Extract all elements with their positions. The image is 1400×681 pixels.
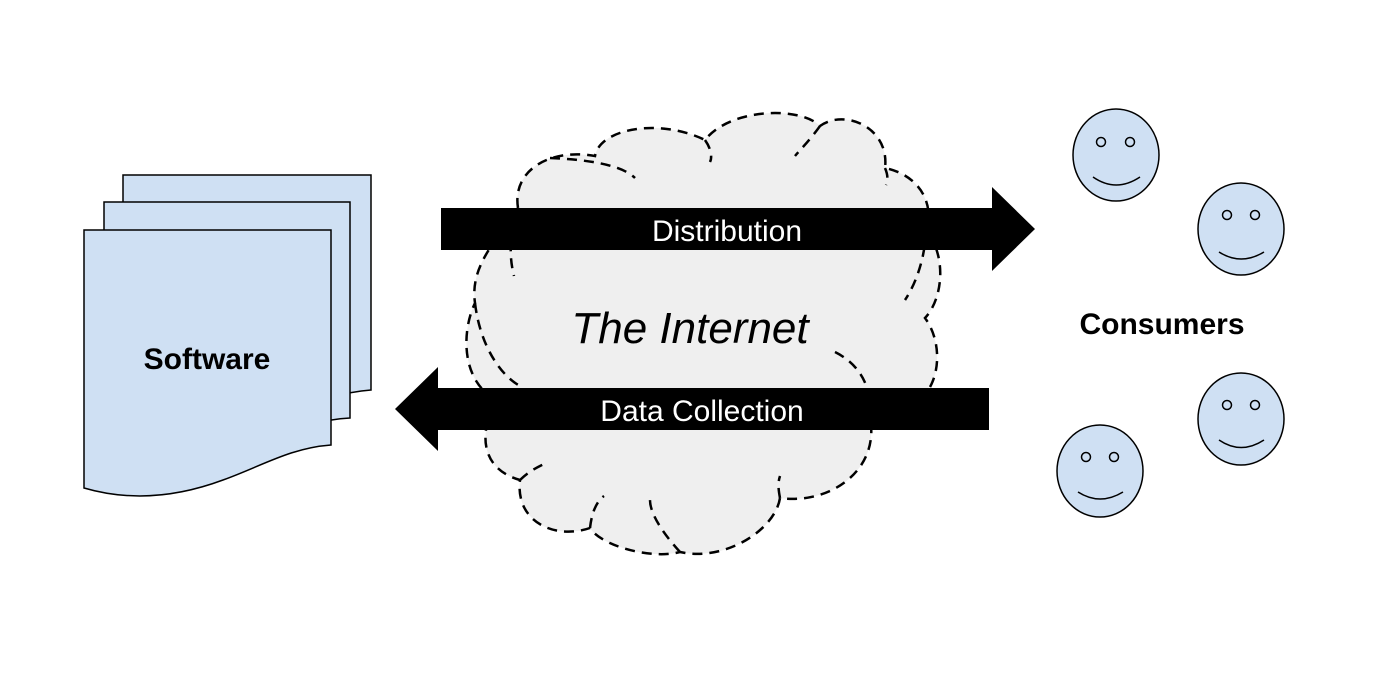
data-collection-arrow-shape: [395, 367, 989, 451]
consumers-group: Consumers: [1056, 108, 1285, 518]
cloud-lobe-line: [473, 302, 521, 388]
cloud-lobe-line: [883, 167, 889, 186]
cloud-lobe-line: [519, 460, 549, 481]
cloud-lobe-line: [834, 350, 870, 393]
distribution-arrow: Distribution: [441, 187, 1035, 271]
internet-label: The Internet: [571, 304, 810, 353]
distribution-arrow-shape: [441, 187, 1035, 271]
smiley-face-icon: [1056, 424, 1144, 518]
data-collection-arrow: Data Collection: [395, 367, 989, 451]
cloud-icon: The Internet: [465, 111, 942, 556]
cloud-lobe-line: [703, 139, 713, 163]
smiley-face-icon: [1197, 182, 1285, 276]
smiley-face-icon: [1197, 372, 1285, 466]
cloud-lobe-line: [588, 494, 605, 529]
consumers-label: Consumers: [1079, 308, 1244, 341]
smiley-face-icon: [1072, 108, 1160, 202]
distribution-label: Distribution: [652, 215, 802, 248]
data-collection-label: Data Collection: [600, 395, 803, 428]
cloud-lobe-line: [777, 475, 782, 499]
cloud-lobe-line: [648, 499, 681, 553]
software-label: Software: [144, 343, 271, 376]
document-stack-icon: Software: [83, 174, 372, 497]
cloud-lobe-line: [794, 125, 822, 157]
cloud-lobe-line: [549, 156, 636, 179]
document-sheet-front: [83, 229, 332, 497]
